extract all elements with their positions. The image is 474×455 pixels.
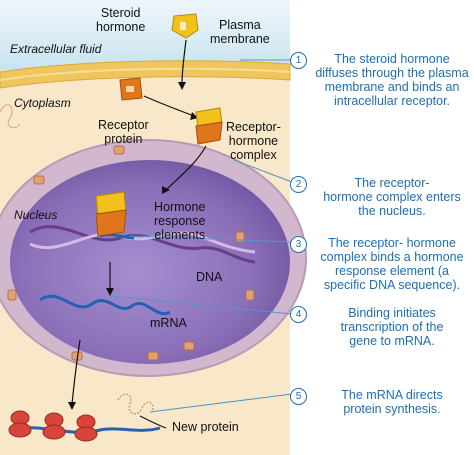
- plasma-membrane-label: Plasma membrane: [210, 18, 270, 46]
- step-1-number: 1: [290, 52, 307, 69]
- receptor-hormone-complex-bound: [95, 191, 127, 237]
- complex-to-nucleus-arrow: [165, 145, 207, 191]
- cytoplasmic-mrna: [9, 426, 161, 434]
- callout-leaders: [109, 59, 293, 413]
- dna-strand-b: [29, 231, 256, 254]
- hormone-entry-arrow: [181, 39, 187, 85]
- nuclear-pores: [7, 145, 255, 361]
- cytoplasm-label: Cytoplasm: [14, 96, 71, 110]
- step-1-text: The steroid hormone diffuses through the…: [315, 52, 469, 108]
- steroid-hormone-molecule: [171, 13, 199, 39]
- step-3-text: The receptor- hormone complex binds a ho…: [320, 236, 464, 292]
- step-2-text: The receptor- hormone complex enters the…: [323, 176, 461, 218]
- steroid-hormone-label: Steroid hormone: [96, 6, 146, 34]
- step-2-number: 2: [290, 176, 307, 193]
- dna-label: DNA: [196, 270, 223, 284]
- receptor-hormone-complex-label: Receptor- hormone complex: [226, 120, 281, 162]
- step-5-number: 5: [290, 388, 307, 405]
- step-2: 2 The receptor- hormone complex enters t…: [288, 176, 474, 218]
- translation-arrow: [71, 339, 81, 405]
- step-4-text: Binding initiates transcription of the g…: [340, 306, 444, 348]
- plasma-membrane: [0, 60, 291, 89]
- receptor-protein-molecule: [119, 77, 143, 101]
- receptor-protein-label: Receptor protein: [98, 118, 149, 146]
- nucleus-interior: [10, 160, 290, 364]
- extracellular-fluid-label: Extracellular fluid: [10, 42, 102, 56]
- step-3: 3 The receptor- hormone complex binds a …: [288, 236, 474, 292]
- cytoplasm-fiber: [0, 104, 21, 129]
- ribosomes: [8, 410, 98, 442]
- receptor-binding-arrow: [143, 95, 195, 117]
- new-protein-chain: [117, 393, 154, 415]
- extracellular-fluid-area: [0, 0, 290, 70]
- step-4: 4 Binding initiates transcription of the…: [288, 306, 474, 348]
- step-1: 1 The steroid hormone diffuses through t…: [288, 52, 474, 108]
- step-5-text: The mRNA directs protein synthesis.: [341, 388, 443, 416]
- new-protein-label: New protein: [172, 420, 239, 434]
- hormone-response-elements-label: Hormone response elements: [154, 200, 206, 242]
- nucleus-label: Nucleus: [14, 208, 58, 222]
- mrna-strand: [39, 294, 171, 316]
- receptor-hormone-complex-cytoplasm: [195, 107, 223, 145]
- step-5: 5 The mRNA directs protein synthesis.: [288, 388, 474, 416]
- step-4-number: 4: [290, 306, 307, 323]
- mrna-label: mRNA: [150, 316, 187, 330]
- step-3-number: 3: [290, 236, 307, 253]
